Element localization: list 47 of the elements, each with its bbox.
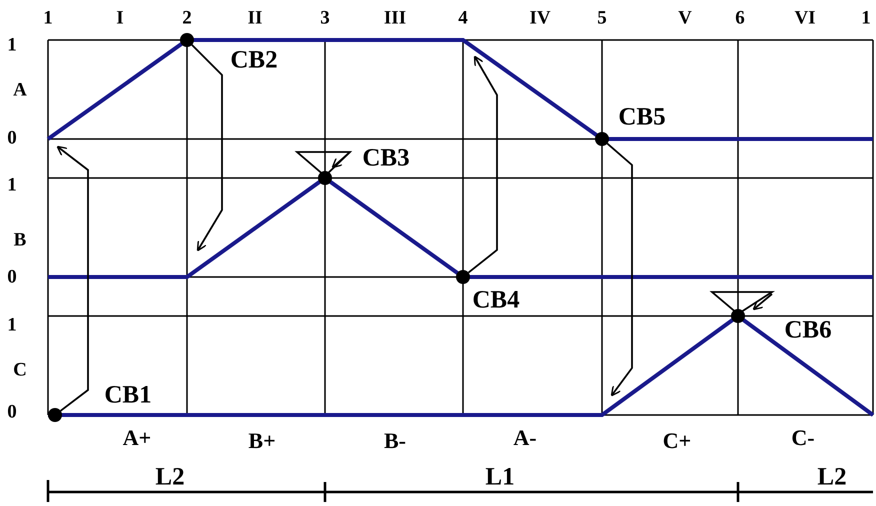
step-roman-numeral: II: [248, 8, 262, 28]
limit-switch-label: CB2: [230, 48, 278, 72]
axis-value: 1: [7, 176, 17, 194]
step-roman-numeral: VI: [794, 8, 816, 28]
axis-value: 1: [7, 36, 17, 54]
limit-switch-dot: [48, 408, 62, 422]
step-roman-numeral: III: [384, 8, 406, 28]
axis-value: 0: [7, 402, 17, 422]
dimension-label: L2: [155, 464, 185, 490]
signal-arrow: [468, 56, 498, 274]
step-number: 3: [320, 8, 330, 28]
signal-arrow: [56, 146, 89, 412]
motion-label: A+: [122, 427, 152, 449]
dimension-label: L2: [817, 464, 847, 490]
step-number: 6: [735, 8, 745, 28]
step-number: 4: [458, 8, 468, 28]
motion-label: B-: [384, 430, 406, 452]
limit-switch-label: CB6: [784, 318, 832, 342]
axis-value: 0: [7, 268, 17, 286]
step-number: 1: [43, 8, 53, 28]
cylinder-label: C: [13, 360, 27, 380]
motion-label: C-: [791, 427, 815, 449]
axis-value: 0: [7, 128, 17, 148]
limit-switch-label: CB3: [362, 146, 410, 170]
step-number: 5: [597, 8, 607, 28]
limit-switch-label: CB5: [618, 104, 666, 130]
limit-switch-dot: [456, 270, 470, 284]
limit-switch-label: CB4: [472, 288, 520, 312]
step-roman-numeral: I: [116, 8, 124, 28]
limit-switch-dot: [180, 33, 194, 47]
dimension-label: L1: [485, 464, 515, 490]
cylinder-label: B: [14, 230, 26, 250]
motion-label: A-: [513, 427, 537, 449]
cylinder-label: A: [13, 80, 27, 100]
limit-switch-dot: [731, 309, 745, 323]
motion-label: B+: [248, 430, 276, 452]
signal-arrow: [606, 142, 633, 396]
step-roman-numeral: V: [678, 8, 692, 28]
step-number: 2: [182, 8, 192, 28]
limit-switch-dot: [595, 132, 609, 146]
signal-arrow: [191, 44, 223, 252]
limit-switch-dot: [318, 171, 332, 185]
step-number: 1: [861, 8, 871, 28]
step-roman-numeral: IV: [529, 8, 551, 28]
motion-label: C+: [662, 430, 692, 452]
limit-switch-label: CB1: [104, 382, 152, 408]
axis-value: 1: [7, 316, 17, 334]
